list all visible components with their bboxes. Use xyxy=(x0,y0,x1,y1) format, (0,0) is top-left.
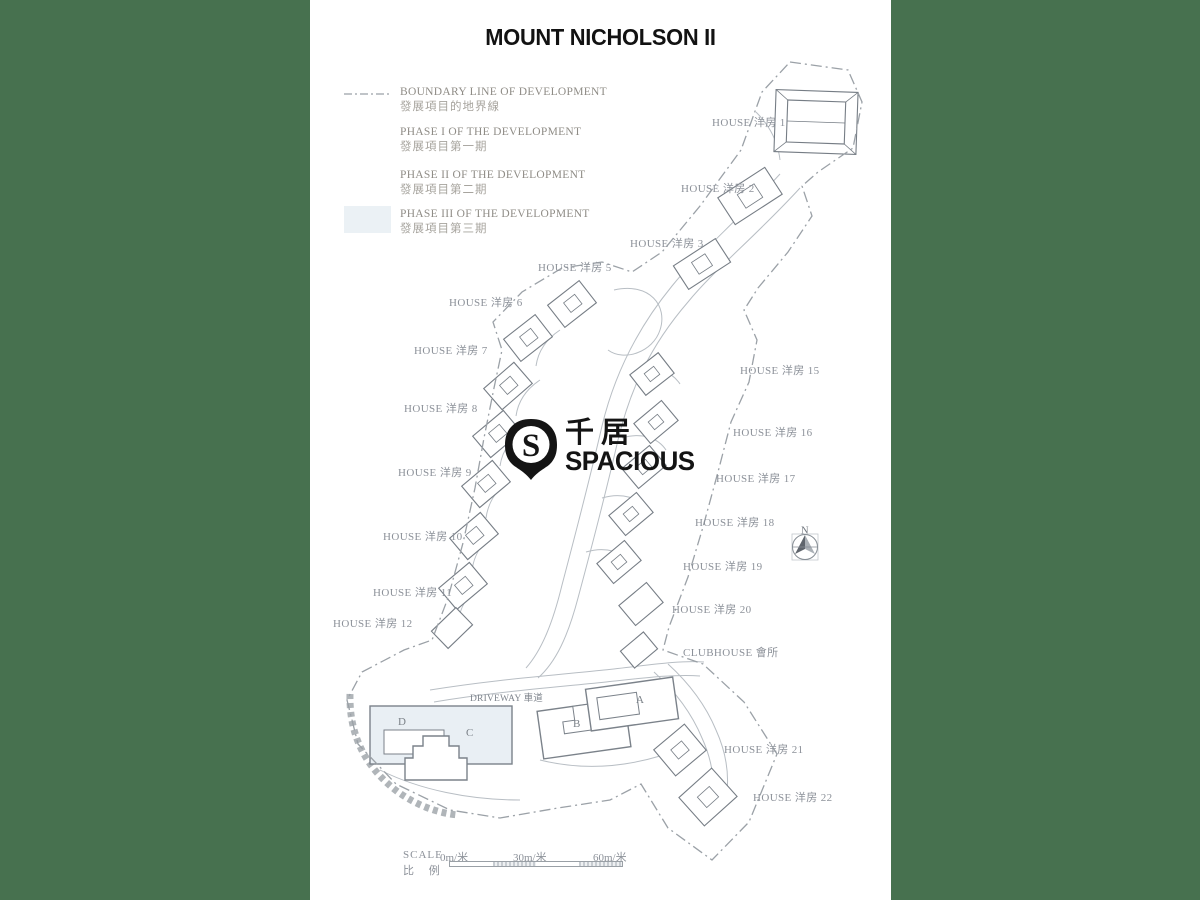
clubhouse-label: CLUBHOUSE 會所 xyxy=(683,647,779,659)
house-5-label: HOUSE 洋房 5 xyxy=(538,262,612,274)
scale-label-zh: 比 例 xyxy=(403,865,446,877)
scale-bar-segment xyxy=(579,862,622,866)
house-2-label: HOUSE 洋房 2 xyxy=(681,183,755,195)
phase-swatch xyxy=(344,128,394,156)
tower-b-label: B xyxy=(573,718,581,730)
legend-zh: 發展項目的地界線 xyxy=(400,101,500,113)
spacious-logo-icon: S xyxy=(505,419,557,480)
house-16-label: HOUSE 洋房 16 xyxy=(733,427,813,439)
house-20-label: HOUSE 洋房 20 xyxy=(672,604,752,616)
house-6-label: HOUSE 洋房 6 xyxy=(449,297,523,309)
watermark-name-en: SPACIOUS xyxy=(565,446,695,476)
legend-item-2: PHASE II OF THE DEVELOPMENT 發展項目第二期 xyxy=(344,169,614,198)
house-10-label: HOUSE 洋房 10 xyxy=(383,531,463,543)
scale-bar-graphic xyxy=(449,861,623,867)
house-21-label: HOUSE 洋房 21 xyxy=(724,744,804,756)
legend-item-1: PHASE I OF THE DEVELOPMENT 發展項目第一期 xyxy=(344,126,614,155)
watermark-name-zh: 千居 xyxy=(565,417,638,449)
tower-d-label: D xyxy=(398,716,407,728)
house-3-label: HOUSE 洋房 3 xyxy=(630,238,704,250)
house-17-label: HOUSE 洋房 17 xyxy=(716,473,796,485)
legend-en: BOUNDARY LINE OF DEVELOPMENT xyxy=(400,86,607,98)
svg-text:S: S xyxy=(522,428,540,464)
phase-swatch xyxy=(344,206,394,238)
legend-zh: 發展項目第三期 xyxy=(400,223,488,235)
house-9-label: HOUSE 洋房 9 xyxy=(398,467,472,479)
boundary-line-swatch xyxy=(344,88,394,116)
house-8-label: HOUSE 洋房 8 xyxy=(404,403,478,415)
legend-en: PHASE II OF THE DEVELOPMENT xyxy=(400,169,586,181)
house-22-label: HOUSE 洋房 22 xyxy=(753,792,833,804)
legend-zh: 發展項目第一期 xyxy=(400,141,488,153)
house-1-label: HOUSE 洋房 1 xyxy=(712,117,786,129)
legend-zh: 發展項目第二期 xyxy=(400,184,488,196)
north-label: N xyxy=(801,525,809,537)
spacious-watermark: S 千居 SPACIOUS xyxy=(505,418,700,481)
house-11-label: HOUSE 洋房 11 xyxy=(373,587,453,599)
driveway-label: DRIVEWAY 車道 xyxy=(470,694,544,704)
house-15-label: HOUSE 洋房 15 xyxy=(740,365,820,377)
house-12-label: HOUSE 洋房 12 xyxy=(333,618,413,630)
legend-item-3: PHASE III OF THE DEVELOPMENT 發展項目第三期 xyxy=(344,206,614,238)
scale-label-en: SCALE xyxy=(403,849,443,861)
legend-en: PHASE I OF THE DEVELOPMENT xyxy=(400,126,582,138)
page-title: MOUNT NICHOLSON II xyxy=(485,24,716,50)
tower-a-label: A xyxy=(636,694,645,706)
house-18-label: HOUSE 洋房 18 xyxy=(695,517,775,529)
phase-swatch xyxy=(344,171,394,199)
house-7-label: HOUSE 洋房 7 xyxy=(414,345,488,357)
scale-bar-segment xyxy=(493,862,536,866)
legend-item-0: BOUNDARY LINE OF DEVELOPMENT 發展項目的地界線 xyxy=(344,86,614,115)
tower-c-label: C xyxy=(466,727,474,739)
legend-en: PHASE III OF THE DEVELOPMENT xyxy=(400,208,590,220)
house-19-label: HOUSE 洋房 19 xyxy=(683,561,763,573)
